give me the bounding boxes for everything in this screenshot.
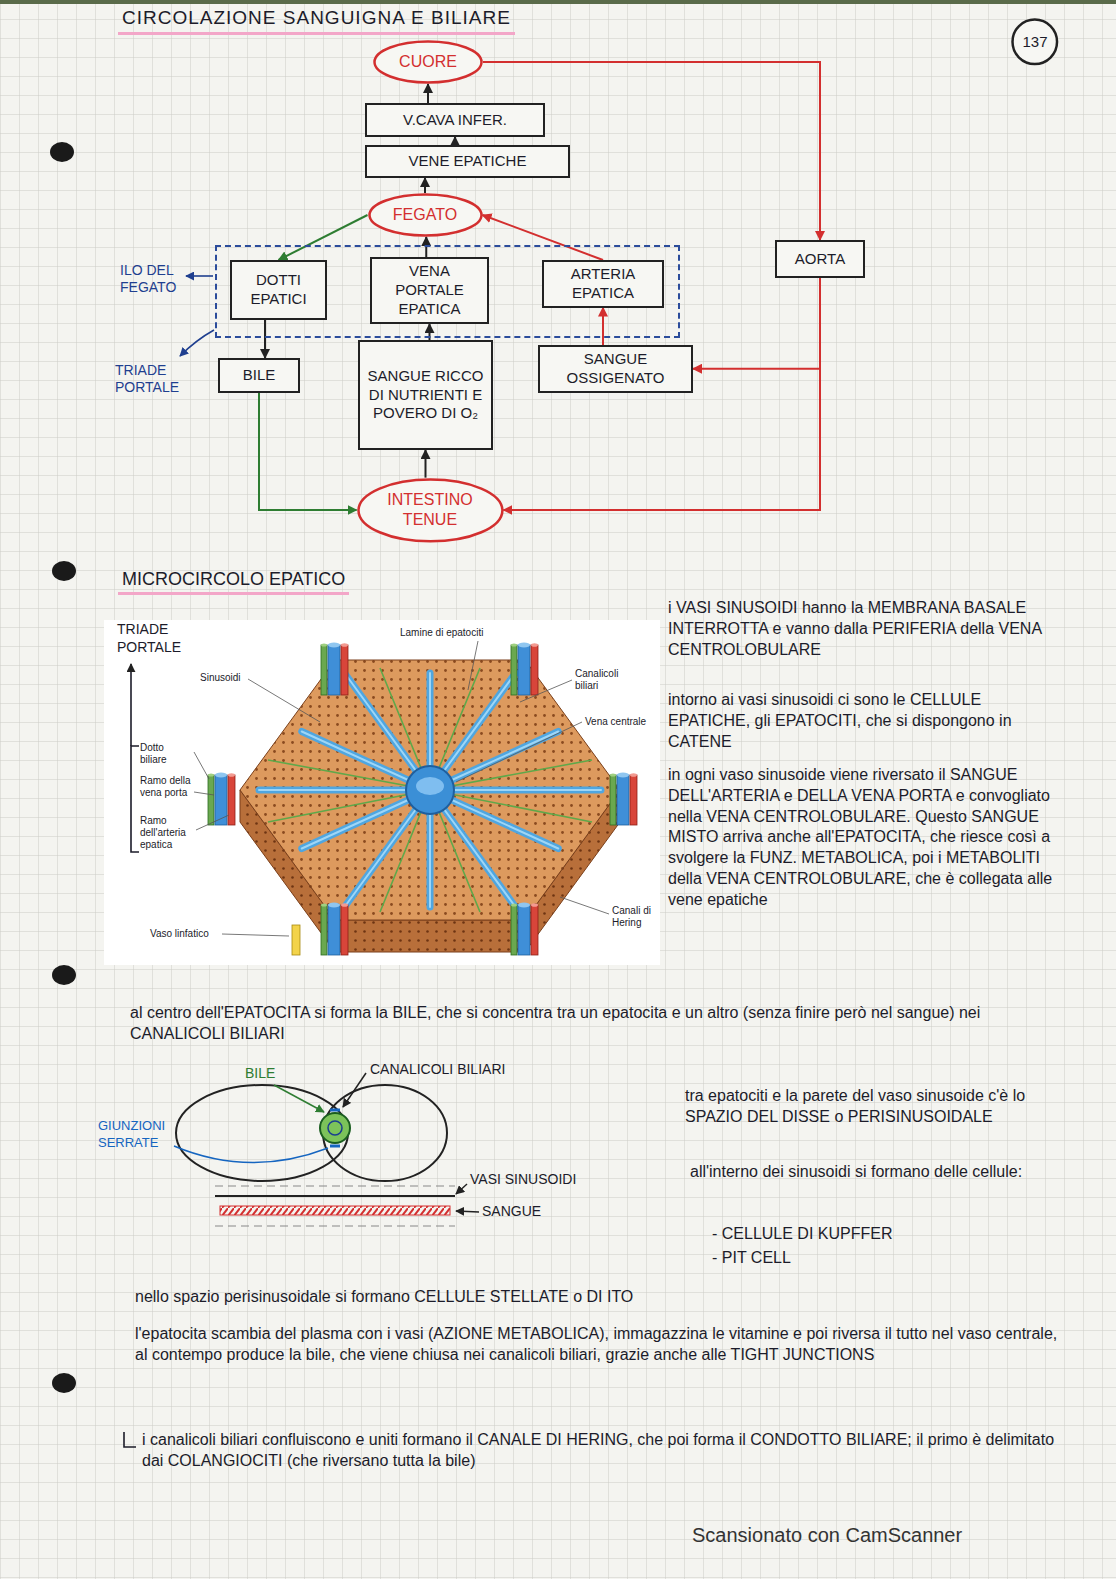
node-text: TRIADE PORTALE [115, 362, 197, 396]
vessel-box: VENE EPATICHE [365, 145, 570, 178]
vessel-box: ARTERIA EPATICA [542, 260, 664, 308]
fluid-box: SANGUE OSSIGENATO [538, 345, 693, 393]
hepatic-lobule-illustration [104, 620, 660, 965]
node-text: DOTTI EPATICI [238, 271, 319, 309]
note-text: i canalicoli biliari confluiscono e unit… [142, 1430, 1060, 1472]
list-item: - CELLULE DI KUPFFER [712, 1224, 892, 1245]
organ-ellipse: FEGATO [368, 193, 483, 237]
node-text: VENA PORTALE EPATICA [378, 262, 481, 318]
figure-label: Ramo della vena porta [140, 775, 192, 799]
bile-canaliculus-sketch [174, 1073, 479, 1226]
organ-ellipse: INTESTINO TENUE [357, 478, 504, 543]
node-text: INTESTINO TENUE [382, 490, 477, 530]
node-text: VENE EPATICHE [409, 152, 527, 171]
flow-arrow [424, 178, 426, 193]
sketch-label: VASI SINUSOIDI [470, 1170, 576, 1188]
note-text: in ogni vaso sinusoide viene riversato i… [668, 765, 1063, 911]
callout-label: TRIADE PORTALE [117, 620, 192, 656]
paper-edge [0, 0, 1116, 4]
figure-label: Canali di Hering [612, 905, 657, 929]
shape-outline [358, 479, 502, 541]
note-text: all'interno dei sinusoidi si formano del… [690, 1162, 1060, 1183]
flow-arrow [454, 137, 456, 145]
leader-arrows [180, 276, 214, 356]
vessel-box: AORTA [775, 240, 865, 278]
node-text: V.CAVA INFER. [403, 111, 507, 130]
vessel-box: VENA PORTALE EPATICA [370, 257, 489, 324]
node-text: ILO DEL FEGATO [120, 262, 198, 296]
sketch-label: GIUNZIONI SERRATE [98, 1118, 173, 1152]
node-text: SANGUE RICCO DI NUTRIENTI E POVERO DI O₂ [366, 367, 485, 423]
node-text: 137 [1022, 33, 1047, 52]
binder-holes [50, 142, 76, 1393]
scanner-watermark: Scansionato con CamScanner [692, 1522, 962, 1548]
section-heading: MICROCIRCOLO EPATICO [118, 568, 349, 595]
note-text: i VASI SINUSOIDI hanno la MEMBRANA BASAL… [668, 598, 1063, 660]
list-item: - PIT CELL [712, 1248, 791, 1269]
note-text: l'epatocita scambia del plasma con i vas… [135, 1324, 1060, 1366]
shape-outline [1013, 20, 1058, 65]
note-text: nello spazio perisinusoidale si formano … [135, 1287, 1055, 1308]
shape-outline [375, 42, 482, 83]
portal-triad-region: ILO DEL FEGATOTRIADE PORTALEDOTTI EPATIC… [215, 245, 680, 338]
page-title: CIRCOLAZIONE SANGUIGNA E BILIARE [118, 6, 515, 35]
note-arrow [124, 1432, 136, 1447]
node-text: SANGUE OSSIGENATO [546, 350, 685, 388]
note-text: tra epatociti e la parete del vaso sinus… [685, 1086, 1060, 1128]
note-text: intorno ai vasi sinusoidi ci sono le CEL… [668, 690, 1063, 752]
figure-label: Vaso linfatico [150, 928, 209, 940]
fluid-box: SANGUE RICCO DI NUTRIENTI E POVERO DI O₂ [358, 340, 493, 450]
flow-arrow [602, 308, 604, 346]
flow-arrow [259, 393, 357, 510]
sketch-label: CANALICOLI BILIARI [370, 1060, 505, 1078]
sketch-label: BILE [245, 1064, 275, 1082]
node-text: AORTA [795, 250, 845, 269]
flow-arrow [425, 450, 427, 478]
figure-label: Dotto biliare [140, 742, 192, 766]
note-text: al centro dell'EPATOCITA si forma la BIL… [130, 1003, 1060, 1045]
node-text: ARTERIA EPATICA [550, 265, 656, 303]
shape-outline [369, 195, 481, 236]
figure-label: Sinusoidi [200, 672, 241, 684]
vessel-box: V.CAVA INFER. [365, 103, 545, 137]
flow-arrow [693, 278, 820, 369]
shape-outline [357, 478, 504, 543]
figure-label: Vena centrale [585, 716, 646, 728]
figure-label: Canalicoli biliari [575, 668, 630, 692]
flow-arrow [427, 84, 429, 103]
node-text: CUORE [399, 52, 457, 72]
page-number: 137 [1011, 18, 1059, 66]
flow-arrow [279, 215, 368, 260]
fluid-box: BILE [218, 358, 300, 393]
sketch-label: SANGUE [482, 1202, 541, 1220]
figure-label: Lamine di epatociti [400, 627, 483, 639]
flow-arrow [264, 320, 266, 358]
node-text: BILE [243, 366, 276, 385]
organ-ellipse: CUORE [373, 40, 483, 84]
duct-box: DOTTI EPATICI [230, 260, 327, 320]
node-text: FEGATO [393, 205, 457, 225]
flow-arrow [503, 278, 820, 510]
flow-arrow [483, 215, 604, 260]
figure-label: Ramo dell'arteria epatica [140, 815, 196, 851]
